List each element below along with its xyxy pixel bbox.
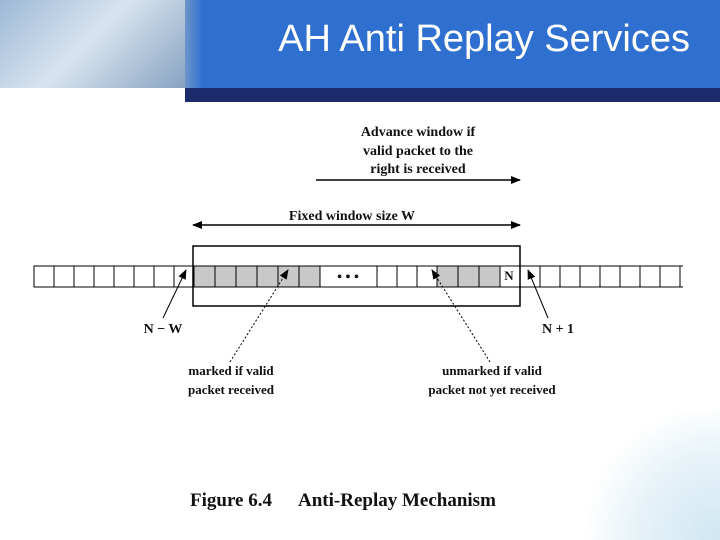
sequence-cell [153,265,175,288]
unmarked-packet-cell [376,265,398,288]
marked-packet-cell [193,265,216,288]
unmarked-packet-cell [416,265,438,288]
marked-packet-cell [214,265,237,288]
window-frame [192,245,521,307]
marked-label-line2: packet received [188,382,275,397]
marked-packet-cell [235,265,258,288]
sequence-cell [173,265,195,288]
sequence-cell [133,265,155,288]
advance-label-line1: Advance window if [361,125,476,140]
sequence-cell [619,265,641,288]
figure-caption-text: Anti-Replay Mechanism [298,490,496,511]
figure-caption-number: Figure 6.4 [190,490,272,511]
sequence-cell [539,265,561,288]
sequence-cell [113,265,135,288]
sequence-cell [599,265,621,288]
header-divider [185,0,203,88]
marked-packet-cell [478,265,501,288]
advance-label-line2: valid packet to the [363,144,473,159]
sequence-cell [559,265,581,288]
unmarked-label-line1: unmarked if valid [442,363,542,378]
n-minus-w-pointer [162,269,187,319]
sequence-cell [93,265,115,288]
sequence-cell [659,265,681,288]
sequence-strip [33,265,683,288]
sequence-cell [53,265,75,288]
slide-header: AH Anti Replay Services [0,0,720,88]
sequence-cell [33,265,55,288]
n-plus-1-label: N + 1 [542,322,574,337]
n-minus-w-label: N − W [144,322,183,337]
marked-label-line1: marked if valid [188,363,274,378]
computer-mouse-photo [0,0,200,88]
sequence-cell [73,265,95,288]
corner-decoration [580,410,720,540]
ellipsis-text: • • • [337,270,359,285]
advance-label-line3: right is received [370,162,466,177]
sequence-cell [519,265,541,288]
sequence-cell [639,265,661,288]
unmarked-label-line2: packet not yet received [428,382,556,397]
sequence-cell [579,265,601,288]
unmarked-packet-cell [396,265,418,288]
header-underline [185,88,720,102]
n-cell-label: N [504,268,514,283]
window-size-label: Fixed window size W [289,209,415,224]
marked-packet-cell [298,265,321,288]
marked-packet-cell [277,265,300,288]
n-plus-1-pointer [527,269,549,319]
slide-title: AH Anti Replay Services [278,18,690,60]
marked-packet-cell [256,265,279,288]
marked-packet-cell [457,265,480,288]
